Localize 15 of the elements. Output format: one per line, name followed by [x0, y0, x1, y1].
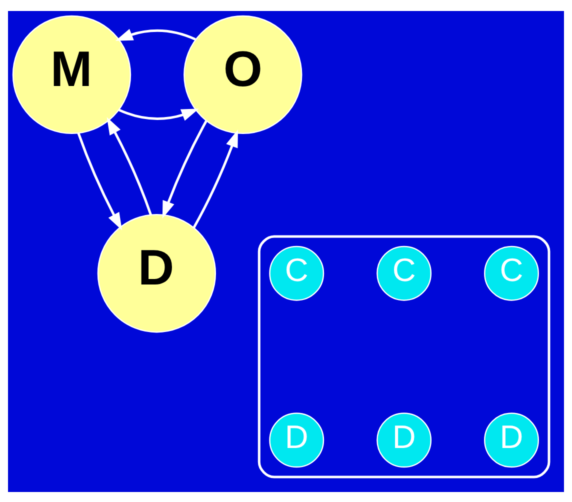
arrow: [77, 132, 122, 230]
arrow: [106, 116, 152, 215]
cluster: [258, 234, 550, 478]
arrow: [192, 129, 238, 228]
node-circle: D: [269, 412, 324, 468]
arrow: [115, 28, 196, 40]
arrow: [118, 108, 199, 120]
node-circle: C: [484, 245, 539, 300]
node-circle: C: [269, 245, 324, 300]
node-circle: D: [484, 412, 539, 468]
node-circle: D: [97, 214, 216, 332]
arrow: [162, 120, 208, 218]
node-circle: D: [376, 412, 432, 468]
node-circle: C: [376, 245, 432, 300]
node-circle: O: [184, 14, 302, 134]
